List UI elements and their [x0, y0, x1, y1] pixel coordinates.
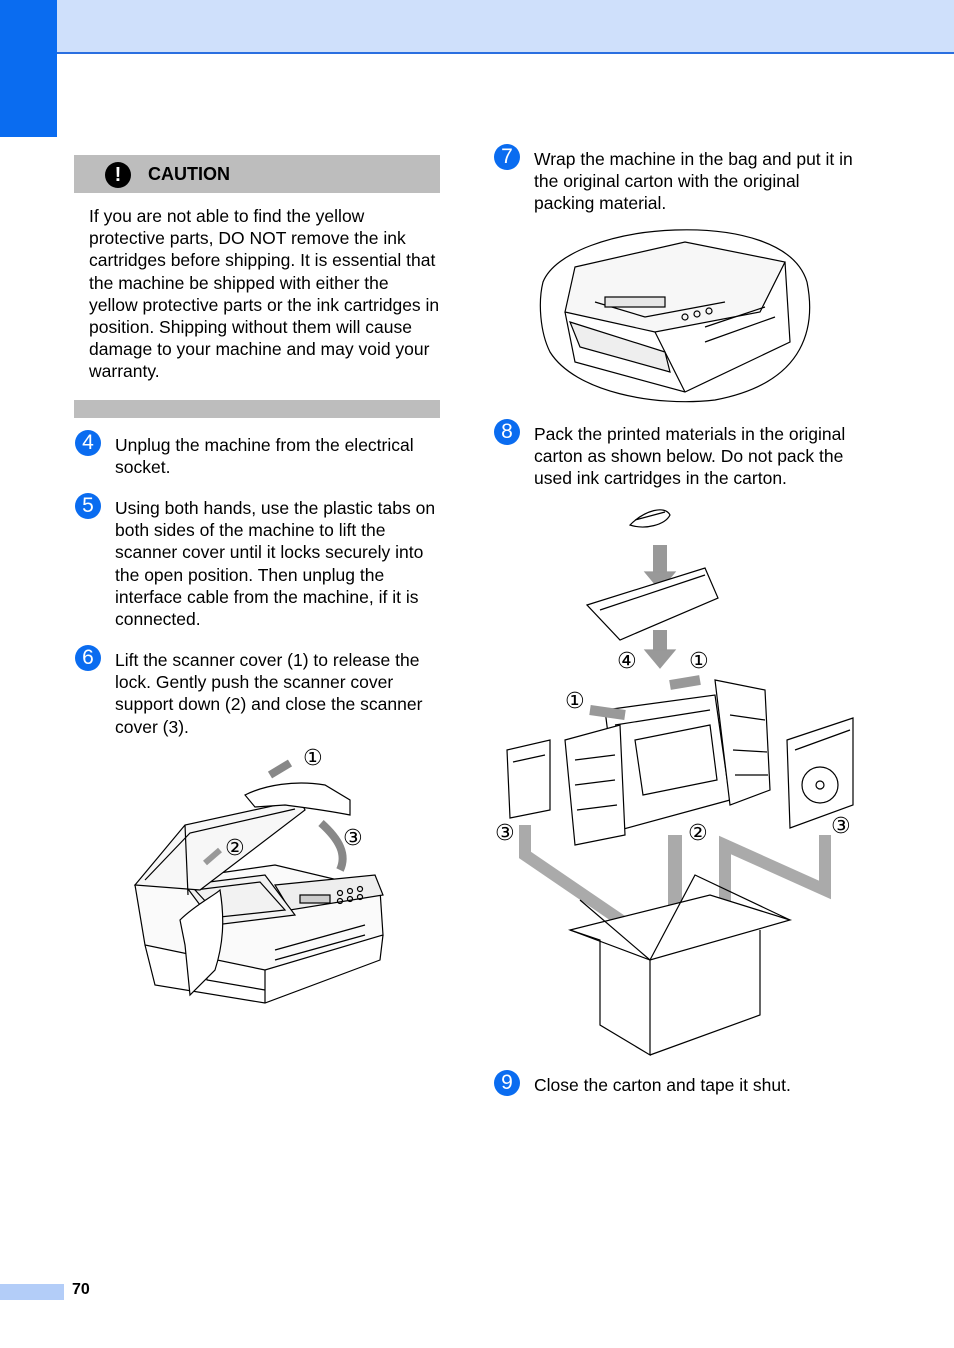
- step-number-9: 9: [494, 1070, 520, 1096]
- label-1: ①: [303, 746, 323, 771]
- label-3: ③: [343, 826, 363, 851]
- label-3-right: ③: [831, 814, 851, 839]
- step-number-8: 8: [494, 419, 520, 445]
- caution-footer-bar: [74, 400, 440, 418]
- label-4: ④: [617, 649, 637, 674]
- caution-text: If you are not able to find the yellow p…: [89, 206, 440, 382]
- step-number-6: 6: [75, 645, 101, 671]
- caution-header: ! CAUTION: [74, 155, 440, 193]
- step-6-text: Lift the scanner cover (1) to release th…: [115, 650, 423, 737]
- footer-bar: [0, 1284, 64, 1300]
- step-5-text: Using both hands, use the plastic tabs o…: [115, 498, 436, 630]
- label-3-left: ③: [495, 821, 515, 846]
- label-2: ②: [225, 836, 245, 861]
- step-number-5: 5: [75, 493, 101, 519]
- step-number-4: 4: [75, 430, 101, 456]
- exclamation-icon: !: [105, 162, 131, 188]
- header-band: [0, 0, 954, 54]
- packing-carton-illustration: ④ ① ① ③ ② ③: [495, 509, 854, 1057]
- label-1-top: ①: [689, 649, 709, 674]
- step-number-7: 7: [494, 144, 520, 170]
- caution-title: CAUTION: [148, 164, 230, 184]
- step-7-text: Wrap the machine in the bag and put it i…: [534, 149, 853, 214]
- machine-in-bag-illustration: [539, 229, 811, 403]
- chapter-tab: [0, 0, 57, 137]
- step-9-text: Close the carton and tape it shut.: [534, 1075, 791, 1095]
- page-number: 70: [72, 1281, 90, 1298]
- label-1-left: ①: [565, 689, 585, 714]
- step-4-text: Unplug the machine from the electrical s…: [115, 435, 414, 478]
- scanner-cover-illustration: ① ③ ②: [133, 746, 384, 1004]
- step-8-text: Pack the printed materials in the origin…: [534, 424, 846, 489]
- label-2: ②: [688, 821, 708, 846]
